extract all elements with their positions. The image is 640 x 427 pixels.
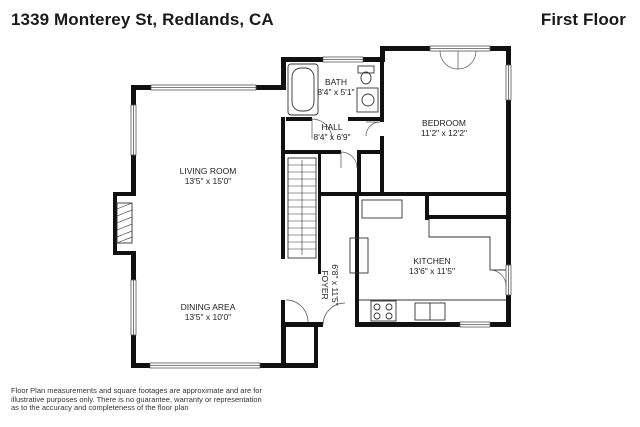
toilet-bowl	[360, 71, 372, 85]
door-closet-left	[439, 50, 459, 70]
wall-segment	[256, 85, 286, 90]
windows	[130, 45, 512, 369]
bath-dims: 8'4" x 5'1"	[317, 87, 354, 97]
burner	[373, 303, 381, 311]
disclaimer-line: illustrative purposes only. There is no …	[11, 394, 262, 404]
vanity	[356, 87, 379, 113]
living-room-dims: 13'5" x 15'0"	[185, 176, 232, 186]
burner	[385, 303, 393, 311]
bath-label: BATH	[325, 77, 347, 87]
wall-segment	[281, 322, 323, 327]
wall-segment	[318, 192, 384, 196]
wall-segment	[314, 322, 318, 368]
dining-area-label: DINING AREA	[181, 302, 236, 312]
wall-segment	[506, 46, 511, 219]
hall-dims: 8'4" x 6'9"	[313, 132, 350, 142]
wall-segment	[113, 192, 136, 196]
fireplace	[116, 202, 133, 244]
wall-segment	[425, 196, 429, 220]
door-closet	[340, 151, 358, 169]
wall-segment	[355, 196, 359, 327]
wall-segment	[380, 46, 385, 62]
wall-segment	[281, 117, 285, 153]
staircase	[287, 157, 317, 259]
kitchen-island	[349, 237, 369, 274]
address-title: 1339 Monterey St, Redlands, CA	[11, 10, 274, 29]
wall-segment	[318, 268, 321, 274]
kitchen-appliance	[361, 199, 403, 219]
disclaimer: Floor Plan measurements and square foota…	[11, 386, 262, 413]
kitchen-dims: 13'6" x 11'5"	[409, 266, 455, 276]
door-closet-right	[457, 50, 477, 70]
wall-segment	[380, 192, 511, 196]
wall-segment	[286, 117, 312, 121]
living-room-label: LIVING ROOM	[180, 166, 237, 176]
wall-segment	[281, 363, 318, 368]
wall-segment	[281, 154, 285, 259]
burner	[385, 312, 393, 320]
wall-segment	[357, 150, 384, 154]
wall-segment	[429, 215, 511, 219]
bedroom-label: BEDROOM	[422, 118, 466, 128]
door-foyer	[285, 299, 309, 323]
wall-segment	[113, 251, 136, 255]
interior-walls	[281, 62, 511, 327]
fixtures	[116, 63, 506, 322]
bedroom-dims: 11'2" x 12'2"	[421, 128, 467, 138]
floor-title: First Floor	[540, 10, 626, 29]
range	[370, 300, 397, 322]
door-bedroom	[365, 121, 381, 137]
wall-segment	[281, 150, 341, 154]
door-front	[322, 302, 346, 326]
foyer-dims: 6'8" x 11'5"	[330, 264, 340, 305]
toilet-tank	[357, 65, 375, 74]
wall-segment	[348, 117, 382, 121]
wall-segment	[380, 136, 384, 196]
kitchen-label: KITCHEN	[413, 256, 450, 266]
wall-segment	[131, 85, 151, 90]
bathtub	[287, 63, 319, 116]
door-kitchen	[489, 269, 507, 287]
disclaimer-line: Floor Plan measurements and square foota…	[11, 386, 262, 395]
hall-label: HALL	[321, 122, 343, 132]
wall-segment	[357, 150, 361, 196]
wall-segment	[380, 62, 384, 122]
doors	[285, 50, 507, 326]
sink	[361, 93, 375, 107]
wall-segment	[318, 154, 321, 268]
wall-segment	[355, 322, 511, 327]
burner	[373, 312, 381, 320]
wall-segment	[281, 322, 286, 368]
kitchen-counter	[428, 219, 506, 271]
dining-area-dims: 13'5" x 10'0"	[185, 312, 232, 322]
wall-segment	[281, 57, 286, 90]
disclaimer-line: as to the accuracy and completeness of t…	[11, 403, 189, 413]
door-bath	[311, 118, 333, 140]
foyer-label: FOYER	[320, 270, 330, 299]
wall-segment	[113, 192, 117, 255]
wall-segment	[281, 300, 285, 327]
bathtub-basin	[291, 67, 315, 112]
